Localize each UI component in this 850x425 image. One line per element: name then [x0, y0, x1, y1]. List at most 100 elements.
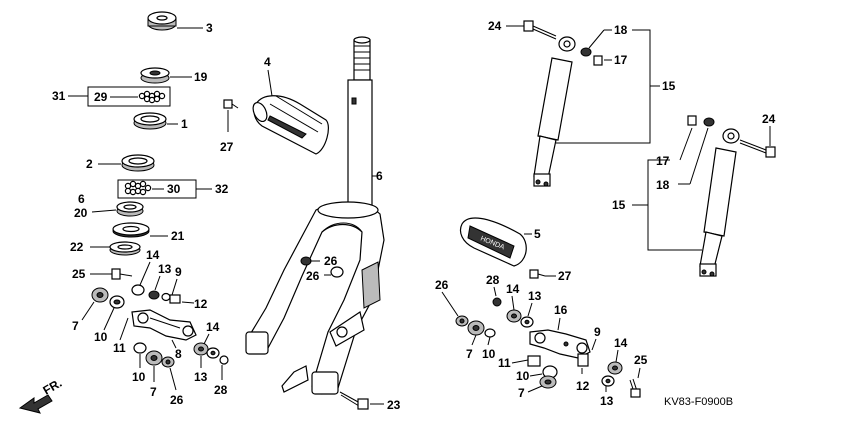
screw-27-left [223, 99, 239, 109]
label-7a: 7 [72, 319, 79, 333]
shock-absorber-upper [533, 36, 576, 187]
label-28a: 28 [214, 383, 228, 397]
label-16: 16 [554, 303, 568, 317]
label-1: 1 [181, 117, 188, 131]
label-13d: 13 [600, 394, 614, 408]
bolt-25-right [629, 378, 641, 398]
label-31: 31 [52, 89, 66, 103]
bearing-set-box [87, 86, 171, 107]
label-18b: 18 [656, 178, 670, 192]
label-7c: 7 [466, 347, 473, 361]
label-28b: 28 [486, 273, 500, 287]
bushings-right-upper [455, 315, 496, 338]
label-9a: 9 [175, 265, 182, 279]
lock-nut [147, 11, 177, 31]
label-10a: 10 [94, 330, 108, 344]
washer-22 [109, 241, 141, 256]
label-13b: 13 [194, 370, 208, 384]
washers-far-right [601, 361, 623, 387]
label-7b: 7 [150, 385, 157, 399]
label-20: 20 [74, 206, 88, 220]
label-19: 19 [194, 70, 208, 84]
label-6a: 6 [78, 192, 85, 206]
front-direction-arrow [18, 394, 53, 414]
bolt-25-left [111, 268, 133, 280]
bushing-10a [109, 295, 125, 309]
bolt-24-top [523, 20, 557, 40]
bushing-17-lower [687, 115, 715, 127]
screw-27-right [529, 269, 546, 279]
label-15a: 15 [662, 79, 676, 93]
label-3: 3 [206, 21, 213, 35]
label-25a: 25 [72, 267, 86, 281]
label-25b: 25 [634, 353, 648, 367]
label-17b: 17 [656, 154, 670, 168]
top-ball-race [133, 112, 167, 130]
bottom-cone-race [116, 201, 144, 217]
nut-28-right [492, 297, 502, 307]
diagram-code: KV83-F0900B [664, 396, 733, 408]
label-21: 21 [171, 229, 185, 243]
label-22: 22 [70, 240, 84, 254]
label-2: 2 [86, 157, 93, 171]
label-26d: 26 [435, 278, 449, 292]
label-26b: 26 [324, 254, 338, 268]
label-9b: 9 [594, 325, 601, 339]
bottom-ball-race [121, 154, 155, 172]
steel-balls-lower [124, 180, 152, 196]
bushings-right-lower [527, 355, 558, 389]
shock-absorber-right [699, 128, 740, 277]
label-27a: 27 [220, 140, 234, 154]
label-8: 8 [175, 347, 182, 361]
label-11a: 11 [113, 341, 126, 355]
label-14d: 14 [614, 336, 628, 350]
label-14b: 14 [206, 320, 220, 334]
washers-right-mid [506, 309, 534, 328]
label-4: 4 [264, 55, 271, 69]
steering-stem [347, 36, 373, 209]
bushings-lower-left [133, 342, 175, 368]
label-5: 5 [534, 227, 541, 241]
top-cone-race [140, 67, 170, 84]
nut-26-center [300, 256, 344, 278]
bushing-18-upper [580, 47, 603, 66]
label-32: 32 [215, 182, 229, 196]
fork-cover: HONDA [459, 217, 527, 267]
label-6b: 6 [376, 169, 383, 183]
steel-balls-upper [138, 90, 166, 104]
label-12a: 12 [194, 297, 208, 311]
label-24a: 24 [488, 19, 502, 33]
bushing-12-right [577, 353, 589, 367]
label-30: 30 [167, 182, 181, 196]
steering-column-cover [252, 95, 329, 155]
bushings-left [131, 284, 181, 304]
bushing-7a [91, 287, 109, 303]
label-14a: 14 [146, 248, 160, 262]
label-29: 29 [94, 90, 108, 104]
link-arm-right [529, 329, 591, 359]
label-26c: 26 [306, 269, 320, 283]
label-15b: 15 [612, 198, 626, 212]
label-11b: 11 [498, 356, 511, 370]
bolt-24-right [739, 139, 776, 158]
label-26a: 26 [170, 393, 184, 407]
label-24b: 24 [762, 112, 776, 126]
label-23: 23 [387, 398, 401, 412]
label-10d: 10 [516, 369, 530, 383]
label-13a: 13 [158, 262, 172, 276]
label-13c: 13 [528, 289, 542, 303]
label-7d: 7 [518, 386, 525, 400]
link-arm-left [131, 309, 197, 341]
bolt-23 [339, 391, 369, 410]
label-17a: 17 [614, 53, 628, 67]
label-27b: 27 [558, 269, 572, 283]
label-14c: 14 [506, 282, 520, 296]
label-18a: 18 [614, 23, 628, 37]
washers-right-of-link [193, 342, 229, 365]
label-10b: 10 [132, 370, 146, 384]
label-10c: 10 [482, 347, 496, 361]
front-label: FR. [41, 376, 65, 398]
label-12b: 12 [576, 379, 590, 393]
